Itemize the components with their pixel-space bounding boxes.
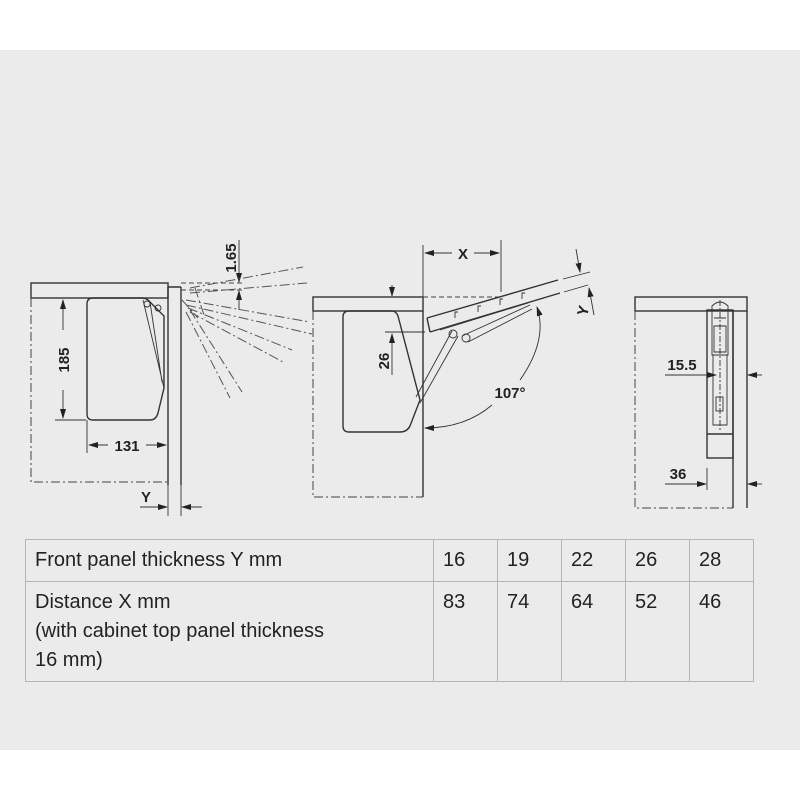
mounting-brackets [454,292,525,318]
cabinet-outline [634,311,733,509]
table-cell: 26 [625,539,690,582]
table-cell: 52 [625,581,690,682]
dimension-table: Front panel thickness Y mm 16 19 22 26 2… [25,539,754,682]
table-cell: 74 [497,581,562,682]
technical-drawing: 185 131 Y 1.65 [30,240,762,516]
row-label: Distance X mm (with cabinet top panel th… [25,581,434,682]
side-view-closed: 185 131 Y 1.65 [30,240,313,516]
pivot-point [448,329,458,339]
table-cell: 28 [689,539,754,582]
dimension-1-65: 1.65 [223,243,240,272]
lift-mechanism [342,310,421,433]
row-label-line: 16 mm) [35,649,103,671]
pivot-point [154,304,162,312]
side-view-open: X Y 26 107° [312,240,595,498]
table-cell: 22 [561,539,626,582]
dimension-185: 185 [56,347,73,372]
table-row: Front panel thickness Y mm 16 19 22 26 2… [25,539,754,582]
cabinet-top-panel [634,296,748,312]
table-cell: 83 [433,581,498,682]
table-row: Distance X mm (with cabinet top panel th… [25,581,754,682]
table-cell: 16 [433,539,498,582]
cabinet-outline [312,311,423,498]
front-panel [167,286,182,485]
mechanism-arm [415,302,533,404]
lift-mechanism [86,297,165,421]
table-cell: 19 [497,539,562,582]
dimension-y-mid: Y [574,304,593,318]
cabinet-top-panel [312,296,424,312]
opening-arc-rays [181,266,313,399]
cabinet-outline [30,298,167,483]
dimension-131: 131 [114,438,139,455]
mechanism-arm [142,299,165,389]
front-panel [732,311,748,508]
dimension-x: X [458,246,468,263]
pivot-point [143,300,151,308]
dimension-36: 36 [670,466,687,483]
dimension-26: 26 [376,353,393,370]
cabinet-top-panel [30,282,169,299]
dimension-15-5: 15.5 [667,357,696,374]
dimension-y-left: Y [141,489,151,506]
row-label-line: (with cabinet top panel thickness [35,620,325,642]
pivot-point [461,333,471,343]
row-label-line: Distance X mm [35,591,171,613]
table-cell: 46 [689,581,754,682]
front-view: 15.5 36 [634,296,762,509]
row-label: Front panel thickness Y mm [25,539,434,582]
dimension-107-degrees: 107° [494,385,525,402]
front-panel-open [426,279,561,333]
table-cell: 64 [561,581,626,682]
